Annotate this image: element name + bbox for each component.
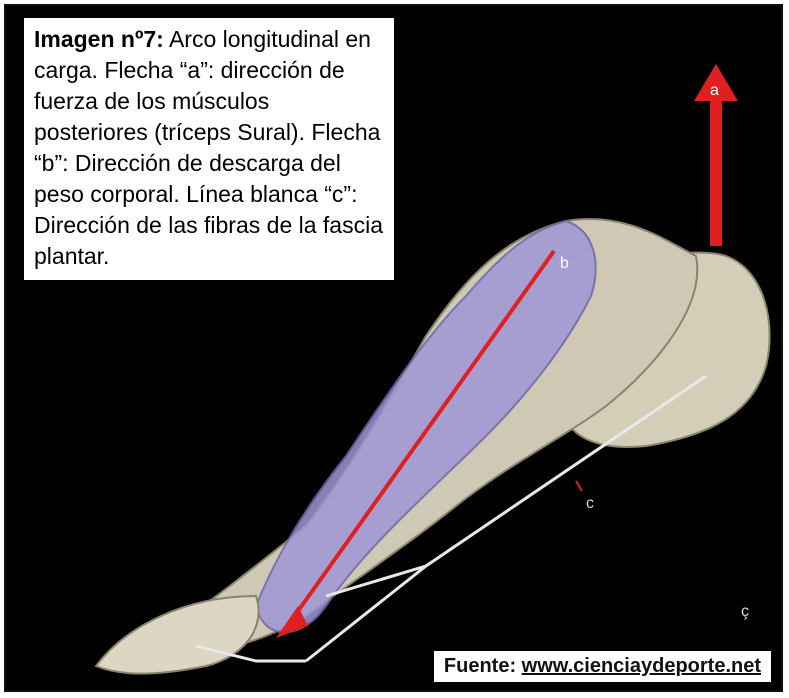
- caption-title: Imagen nº7:: [34, 26, 164, 52]
- caption-text: Arco longitudinal en carga. Flecha “a”: …: [34, 26, 383, 269]
- label-a: a: [710, 82, 719, 99]
- figure-frame: a b c ç Imagen nº7: Arco longitudinal en…: [4, 4, 783, 692]
- label-c: c: [586, 495, 594, 512]
- source-link[interactable]: www.cienciaydeporte.net: [522, 655, 761, 677]
- source-prefix: Fuente:: [444, 655, 522, 677]
- label-b: b: [560, 255, 569, 272]
- label-c-marker: [576, 481, 582, 491]
- toe-bones: [96, 596, 259, 674]
- label-c-secondary: ç: [741, 603, 749, 620]
- figure-caption: Imagen nº7: Arco longitudinal en carga. …: [24, 18, 394, 280]
- source-credit: Fuente: www.cienciaydeporte.net: [434, 651, 771, 682]
